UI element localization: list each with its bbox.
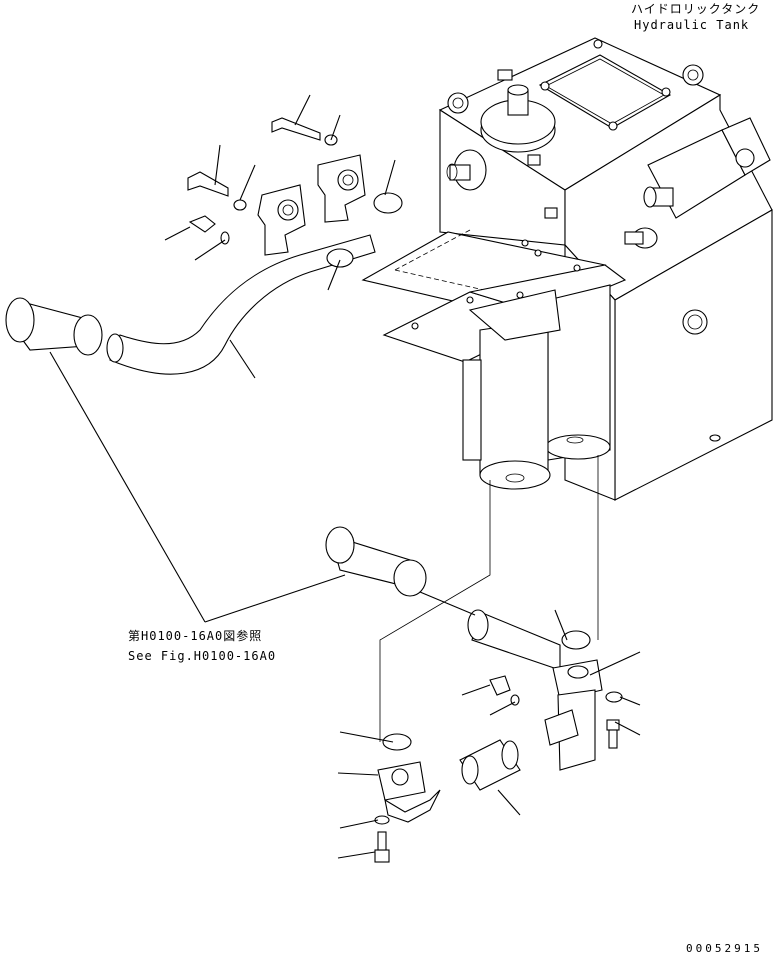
drawing-number: 00052915 [686,942,763,955]
upper-suction-hose [106,94,403,379]
reference-japanese: 第H0100-16A0図参照 [128,628,262,643]
lower-pipe-assembly [337,455,641,863]
reference-english: See Fig.H0100-16A0 [128,649,276,663]
reference-arrow-1 [49,351,206,623]
hose-clamp-upper [5,297,103,356]
title-japanese: ハイドロリックタンク [631,2,760,16]
reference-arrow-2 [204,574,346,623]
hose-clamp-middle [325,526,427,597]
filter-cylinders [462,284,611,490]
title-english: Hydraulic Tank [634,18,749,32]
